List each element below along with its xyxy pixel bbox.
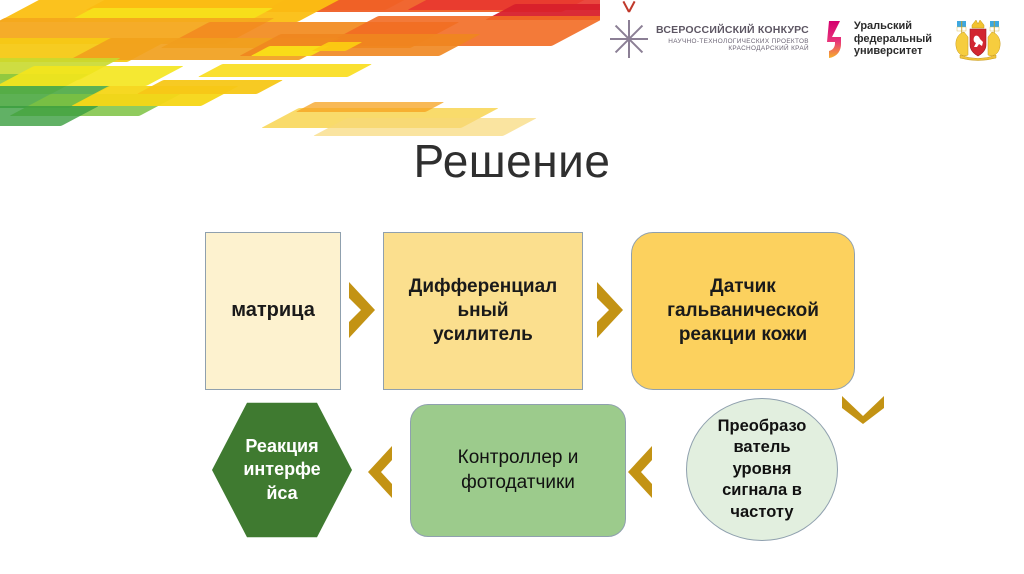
urfu-logo: Уральский федеральный университет	[826, 19, 932, 59]
node-matrix[interactable]: матрица	[205, 232, 341, 390]
arrow-gsr-to-converter	[840, 392, 886, 424]
arrow-converter-to-controller	[624, 444, 656, 500]
vserossiysky-konkurs-logo: ВСЕРОССИЙСКИЙ КОНКУРС НАУЧНО-ТЕХНОЛОГИЧЕ…	[609, 0, 809, 59]
urfu-logo-line1: Уральский	[853, 20, 913, 33]
arrow-matrix-to-amplifier	[345, 280, 379, 340]
arrow-controller-to-interface	[364, 444, 396, 500]
node-matrix-label: матрица	[231, 299, 315, 322]
arrow-amplifier-to-gsr	[593, 280, 627, 340]
konkurs-logo-line1: ВСЕРОССИЙСКИЙ КОНКУРС	[655, 24, 809, 37]
urfu-u-mark-icon	[826, 21, 841, 58]
starburst-icon	[609, 0, 649, 59]
konkurs-logo-line2: НАУЧНО-ТЕХНОЛОГИЧЕСКИХ ПРОЕКТОВ	[668, 38, 809, 46]
header-logos: ВСЕРОССИЙСКИЙ КОНКУРС НАУЧНО-ТЕХНОЛОГИЧЕ…	[609, 0, 1006, 62]
coat-of-arms-icon	[955, 19, 1001, 61]
konkurs-logo-line3: КРАСНОДАРСКИЙ КРАЙ	[728, 45, 809, 53]
urfu-logo-line3: университет	[853, 45, 923, 58]
page-title: Решение	[413, 135, 611, 187]
hexagon-shape	[212, 402, 352, 538]
urfu-logo-line2: федеральный	[853, 32, 932, 45]
